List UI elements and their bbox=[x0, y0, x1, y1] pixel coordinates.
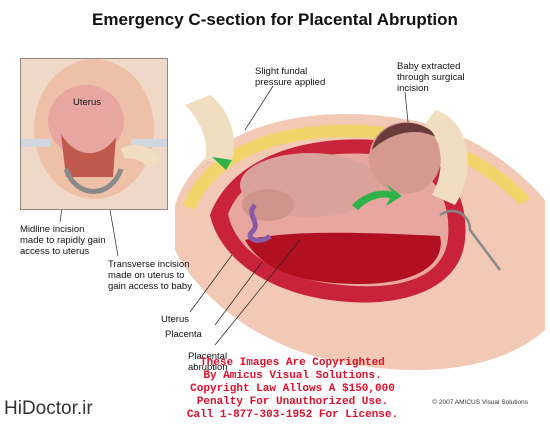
fundal-arrow bbox=[212, 157, 232, 170]
baby-head bbox=[369, 122, 441, 194]
uterus-label: Uterus bbox=[161, 314, 189, 325]
left-hand bbox=[185, 95, 234, 165]
inset-glove bbox=[121, 144, 161, 169]
retractor bbox=[439, 209, 501, 271]
watermark: HiDoctor.ir bbox=[4, 398, 93, 419]
inset-retractor bbox=[63, 168, 124, 194]
copyright-notice: These Images Are Copyrighted By Amicus V… bbox=[186, 357, 399, 421]
inset-uterus bbox=[48, 85, 124, 157]
inset-incision bbox=[61, 134, 116, 177]
placenta-label: Placenta bbox=[165, 329, 202, 340]
inset-illustration bbox=[21, 59, 167, 209]
inset-frame: Uterus bbox=[20, 58, 168, 210]
right-hand bbox=[425, 110, 469, 205]
baby-leg bbox=[242, 189, 294, 221]
page-title: Emergency C-section for Placental Abrupt… bbox=[92, 10, 458, 29]
inset-drape-left bbox=[21, 139, 51, 147]
inset-uterus-label: Uterus bbox=[73, 97, 101, 108]
placenta-blood bbox=[245, 232, 441, 284]
credit-line: © 2007 AMICUS Visual Solutions bbox=[432, 399, 528, 406]
inset-drape-right bbox=[131, 139, 167, 147]
baby-hair bbox=[372, 122, 440, 150]
umbilical-cord bbox=[247, 203, 272, 243]
extraction-arrow bbox=[352, 184, 402, 210]
